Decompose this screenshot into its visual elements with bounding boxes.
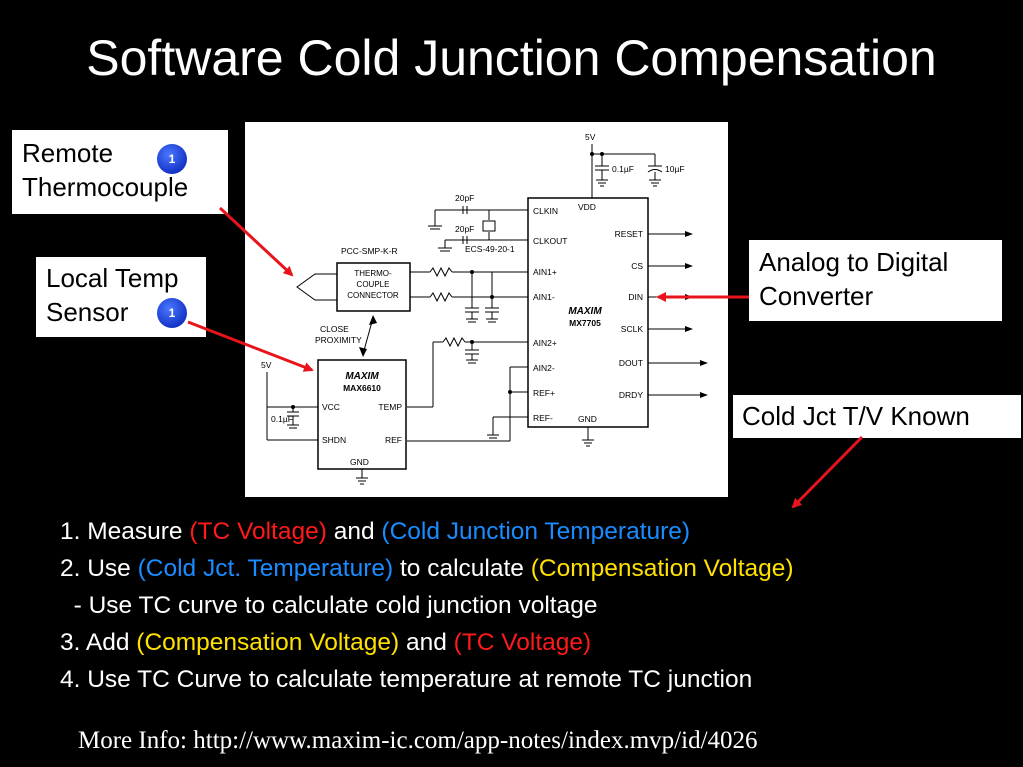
schematic-svg: 5V 0.1µF 10µF 20pF 20pF ECS-49-20-1 PCC-… xyxy=(261,132,708,485)
adc-pin-clkout: CLKOUT xyxy=(533,236,567,246)
sensor-gnd: GND xyxy=(350,457,369,467)
label-connector-part: PCC-SMP-K-R xyxy=(341,246,398,256)
label-connector-3: CONNECTOR xyxy=(347,291,399,300)
label-20pf-1: 20pF xyxy=(455,193,474,203)
label-connector-1: THERMO- xyxy=(354,269,392,278)
sensor-logo: MAXIM xyxy=(345,371,379,382)
adc-logo: MAXIM xyxy=(568,306,602,317)
adc-pin-dout: DOUT xyxy=(619,358,643,368)
adc-pin-drdy: DRDY xyxy=(619,390,643,400)
label-20pf-2: 20pF xyxy=(455,224,474,234)
more-info-footer: More Info: http://www.maxim-ic.com/app-n… xyxy=(78,727,758,754)
adc-pin-ain2p: AIN2+ xyxy=(533,338,557,348)
sensor-shdn: SHDN xyxy=(322,435,346,445)
step-2-cold-jct: (Cold Jct. Temperature) xyxy=(137,555,394,582)
cold-jct-callout: Cold Jct T/V Known xyxy=(733,395,1021,438)
step-2-sub: - Use TC curve to calculate cold junctio… xyxy=(60,592,598,619)
adc-callout: Analog to Digital Converter xyxy=(749,240,1002,321)
label-close-2: PROXIMITY xyxy=(315,335,362,345)
label-5v-top: 5V xyxy=(585,132,596,142)
adc-pin-ain1m: AIN1- xyxy=(533,292,555,302)
remote-callout-line2: Thermocouple xyxy=(22,172,189,202)
adc-pin-cs: CS xyxy=(631,261,643,271)
arrow-cold-jct xyxy=(791,435,864,509)
sensor-vcc: VCC xyxy=(322,402,340,412)
sensor-ref: REF xyxy=(385,435,402,445)
label-cap2: 10µF xyxy=(665,164,685,174)
remote-badge: 1 xyxy=(157,144,187,174)
step-3-comp-voltage: (Compensation Voltage) xyxy=(136,629,400,656)
label-cap1: 0.1µF xyxy=(612,164,634,174)
local-callout-line1: Local Temp xyxy=(46,263,179,293)
step-4: 4. Use TC Curve to calculate temperature… xyxy=(60,666,753,693)
step-1-text: 1. Measure xyxy=(60,518,190,545)
adc-pin-reset: RESET xyxy=(615,229,643,239)
remote-thermocouple-callout: Remote Thermocouple xyxy=(12,130,228,214)
slide-title: Software Cold Junction Compensation xyxy=(86,30,937,86)
step-2-text: 2. Use xyxy=(60,555,138,582)
sensor-5v: 5V xyxy=(261,360,272,370)
schematic-diagram: 5V 0.1µF 10µF 20pF 20pF ECS-49-20-1 PCC-… xyxy=(245,122,728,497)
step-3: 3. Add (Compensation Voltage) and (TC Vo… xyxy=(60,624,794,661)
label-crystal: ECS-49-20-1 xyxy=(465,244,515,254)
step-2-comp-voltage: (Compensation Voltage) xyxy=(530,555,794,582)
step-1: 1. Measure (TC Voltage) and (Cold Juncti… xyxy=(60,513,794,550)
sensor-part: MAX6610 xyxy=(343,383,381,393)
step-3-text: 3. Add xyxy=(60,629,137,656)
step-2-calc: to calculate xyxy=(393,555,531,582)
local-badge: 1 xyxy=(157,298,187,328)
adc-pin-ain1p: AIN1+ xyxy=(533,267,557,277)
adc-pin-din: DIN xyxy=(628,292,643,302)
adc-pin-refp: REF+ xyxy=(533,388,555,398)
label-connector-2: COUPLE xyxy=(357,280,390,289)
step-1-and: and xyxy=(326,518,382,545)
adc-pin-sclk: SCLK xyxy=(621,324,644,334)
step-3-and: and xyxy=(399,629,454,656)
adc-gnd: GND xyxy=(578,414,597,424)
adc-pin-refm: REF- xyxy=(533,413,553,423)
step-3-tc-voltage: (TC Voltage) xyxy=(453,629,592,656)
remote-callout-line1: Remote xyxy=(22,138,114,168)
adc-part: MX7705 xyxy=(569,318,601,328)
steps-list: 1. Measure (TC Voltage) and (Cold Juncti… xyxy=(60,513,794,698)
adc-pin-ain2m: AIN2- xyxy=(533,363,555,373)
label-close-1: CLOSE xyxy=(320,324,349,334)
adc-callout-line1: Analog to Digital xyxy=(759,247,949,277)
step-1-cold-junction: (Cold Junction Temperature) xyxy=(381,518,691,545)
adc-pin-clkin: CLKIN xyxy=(533,206,558,216)
sensor-temp: TEMP xyxy=(378,402,402,412)
step-2: 2. Use (Cold Jct. Temperature) to calcul… xyxy=(60,550,794,587)
cold-jct-callout-text: Cold Jct T/V Known xyxy=(742,401,970,431)
adc-vdd: VDD xyxy=(578,202,596,212)
step-1-tc-voltage: (TC Voltage) xyxy=(189,518,327,545)
local-callout-line2: Sensor xyxy=(46,297,129,327)
adc-callout-line2: Converter xyxy=(759,281,874,311)
sensor-cap: 0.1µF xyxy=(271,414,293,424)
